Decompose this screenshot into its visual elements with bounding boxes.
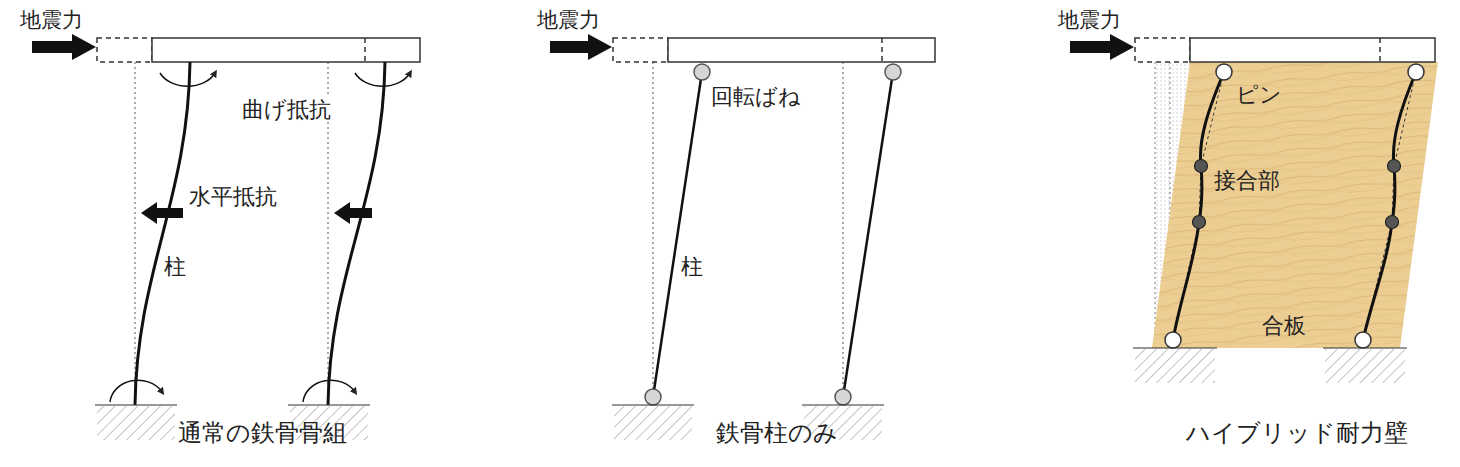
steel-frame bbox=[32, 34, 420, 440]
part-label: 柱 bbox=[679, 254, 705, 279]
resistance-label: 水平抵抗 bbox=[187, 184, 279, 209]
part-label: 柱 bbox=[162, 254, 188, 279]
load-label: 地震力 bbox=[537, 8, 600, 32]
load-label: 地震力 bbox=[20, 8, 83, 32]
panel-title: ハイブリッド耐力壁 bbox=[1186, 420, 1408, 448]
resistance-label: 曲げ抵抗 bbox=[240, 97, 333, 122]
hybrid-wall bbox=[1070, 34, 1438, 383]
part-label: ピン bbox=[1236, 82, 1282, 107]
panel-title: 鉄骨柱のみ bbox=[716, 420, 838, 448]
load-label: 地震力 bbox=[1058, 8, 1121, 32]
panel-title: 通常の鉄骨骨組 bbox=[178, 420, 347, 448]
part-label: 合板 bbox=[1262, 313, 1306, 338]
steel-columns bbox=[550, 34, 935, 440]
part-label: 接合部 bbox=[1214, 168, 1280, 193]
part-label: 回転ばね bbox=[709, 84, 803, 109]
